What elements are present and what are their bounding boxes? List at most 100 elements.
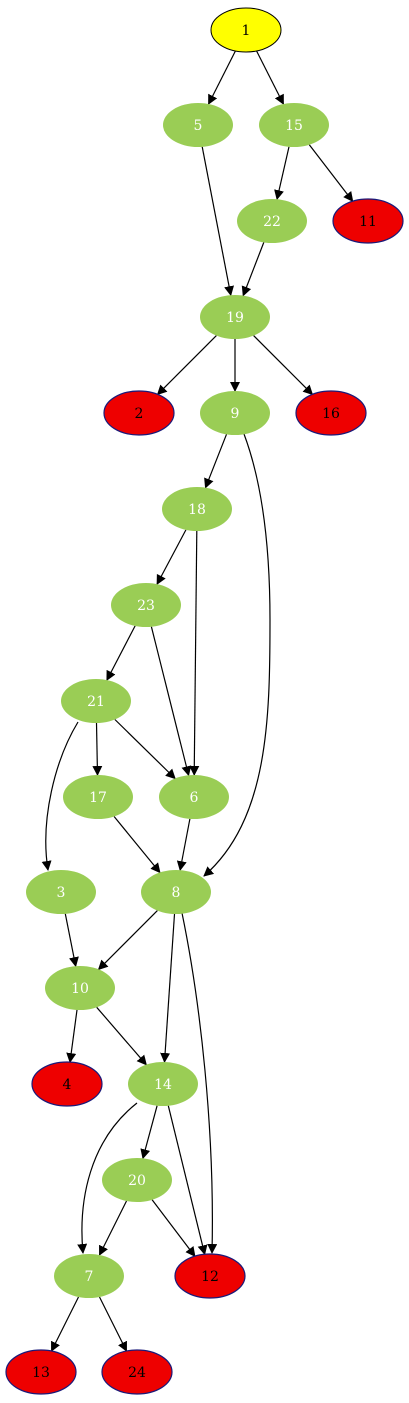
node-shape-19	[200, 295, 270, 339]
node-shape-15	[259, 103, 329, 147]
node-label-23: 23	[137, 598, 155, 614]
node-label-18: 18	[188, 502, 206, 518]
node-shape-24	[101, 1349, 173, 1395]
node-label-2: 2	[135, 406, 144, 422]
node-shape-16	[295, 390, 367, 436]
node-7: 7	[54, 1254, 124, 1298]
edge-23-to-6	[150, 626, 192, 777]
node-shape-14	[128, 1062, 198, 1106]
edge-9-to-18	[204, 434, 228, 489]
edge-21-to-17	[92, 722, 103, 776]
edges-layer	[41, 50, 354, 1352]
edge-14-to-7	[77, 1102, 138, 1254]
node-label-17: 17	[89, 790, 107, 806]
node-24: 24	[101, 1349, 173, 1395]
node-label-4: 4	[63, 1077, 72, 1093]
node-shape-1	[210, 7, 282, 53]
node-13: 13	[5, 1349, 77, 1395]
node-label-9: 9	[231, 406, 240, 422]
node-6: 6	[159, 775, 229, 819]
node-21: 21	[61, 679, 131, 723]
node-shape-9	[200, 391, 270, 435]
node-shape-6	[159, 775, 229, 819]
node-label-21: 21	[87, 694, 105, 710]
node-shape-7	[54, 1254, 124, 1298]
node-label-3: 3	[57, 885, 66, 901]
node-label-14: 14	[154, 1077, 172, 1093]
node-label-7: 7	[85, 1269, 94, 1285]
node-4: 4	[31, 1061, 103, 1107]
node-9: 9	[200, 391, 270, 435]
node-label-6: 6	[190, 790, 199, 806]
edge-22-to-19	[241, 242, 265, 297]
node-1: 1	[210, 7, 282, 53]
edge-19-to-16	[253, 335, 314, 396]
node-shape-21	[61, 679, 131, 723]
node-18: 18	[162, 487, 232, 531]
edge-5-to-19	[201, 146, 235, 297]
node-label-8: 8	[172, 885, 181, 901]
edge-3-to-10	[64, 913, 79, 968]
edge-7-to-13	[50, 1296, 80, 1352]
node-22: 22	[237, 199, 307, 243]
node-17: 17	[63, 775, 133, 819]
node-10: 10	[45, 966, 115, 1010]
node-20: 20	[102, 1158, 172, 1202]
node-8: 8	[141, 870, 211, 914]
node-label-15: 15	[285, 118, 303, 134]
edge-21-to-6	[114, 719, 176, 780]
edge-20-to-12	[151, 1199, 196, 1257]
node-label-13: 13	[32, 1365, 50, 1381]
node-3: 3	[26, 870, 96, 914]
edge-1-to-5	[208, 50, 236, 105]
node-label-12: 12	[201, 1269, 219, 1285]
node-shape-13	[5, 1349, 77, 1395]
node-16: 16	[295, 390, 367, 436]
node-shape-18	[162, 487, 232, 531]
node-label-19: 19	[226, 310, 244, 326]
node-shape-17	[63, 775, 133, 819]
node-label-5: 5	[194, 118, 203, 134]
edge-6-to-8	[176, 818, 191, 872]
node-15: 15	[259, 103, 329, 147]
edge-20-to-7	[98, 1200, 128, 1256]
edge-9-to-8	[203, 433, 271, 877]
node-19: 19	[200, 295, 270, 339]
edge-18-to-23	[156, 529, 187, 585]
node-5: 5	[163, 103, 233, 147]
edge-19-to-2	[156, 335, 217, 396]
node-shape-3	[26, 870, 96, 914]
edge-8-to-10	[97, 910, 158, 971]
node-label-24: 24	[128, 1365, 146, 1381]
node-shape-8	[141, 870, 211, 914]
edge-10-to-4	[66, 1009, 78, 1064]
node-label-22: 22	[263, 214, 281, 230]
edge-15-to-11	[308, 144, 354, 202]
node-shape-11	[332, 198, 404, 244]
node-label-1: 1	[242, 23, 251, 39]
edge-8-to-14	[160, 913, 176, 1063]
node-23: 23	[111, 583, 181, 627]
edge-23-to-21	[106, 625, 136, 681]
edge-15-to-22	[274, 146, 290, 201]
node-shape-22	[237, 199, 307, 243]
edge-17-to-8	[113, 816, 161, 874]
edge-10-to-14	[96, 1006, 147, 1066]
node-label-16: 16	[322, 406, 340, 422]
node-label-10: 10	[71, 981, 89, 997]
node-shape-5	[163, 103, 233, 147]
edge-7-to-24	[98, 1296, 128, 1352]
edge-18-to-6	[189, 530, 200, 776]
node-shape-4	[31, 1061, 103, 1107]
edge-8-to-12	[181, 912, 218, 1254]
node-shape-10	[45, 966, 115, 1010]
node-label-11: 11	[359, 214, 377, 230]
edge-21-to-3	[41, 721, 79, 871]
node-shape-23	[111, 583, 181, 627]
edge-1-to-15	[256, 50, 284, 105]
edge-14-to-12	[167, 1105, 208, 1256]
node-label-20: 20	[128, 1173, 146, 1189]
node-2: 2	[103, 390, 175, 436]
